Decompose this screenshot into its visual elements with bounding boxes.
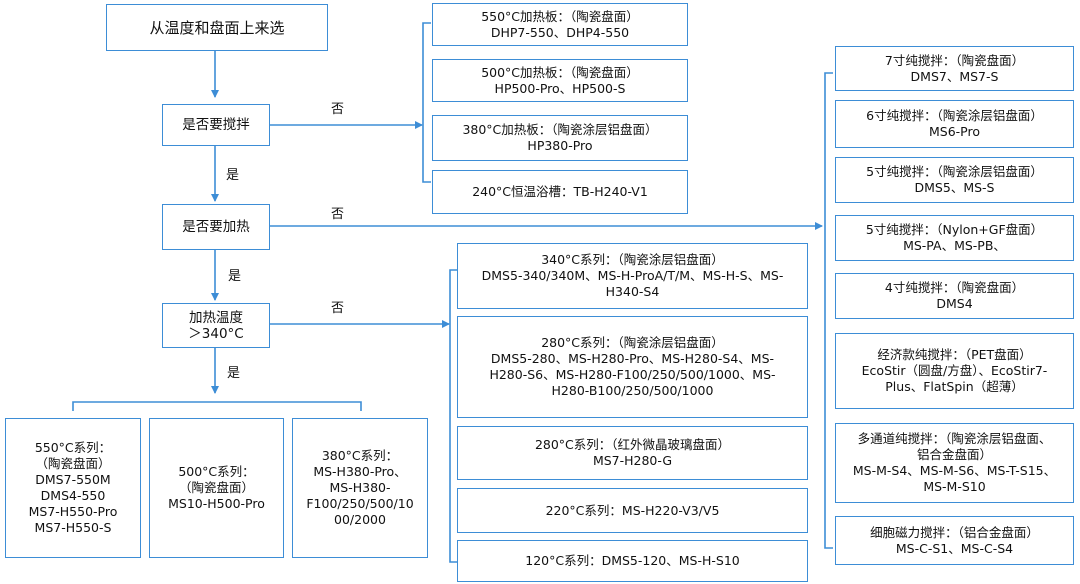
stirrer-cell-models: MS-C-S1、MS-C-S4 — [895, 540, 1014, 556]
stirrer-5in-ceramic-title: 5寸纯搅拌：（陶瓷涂层铝盘面） — [866, 164, 1043, 179]
series-380: 380°C系列： MS-H380-Pro、 MS-H380- F100/250/… — [292, 418, 428, 558]
series-220-title: 220°C系列：MS-H220-V3/V5 — [545, 502, 720, 518]
stirrer-7in-models: DMS7、MS7-S — [910, 68, 999, 84]
series-120: 120°C系列：DMS5-120、MS-H-S10 — [457, 540, 808, 582]
stirrer-cell: 细胞磁力搅拌：（铝合金盘面） MS-C-S1、MS-C-S4 — [835, 516, 1074, 565]
stirrer-multichannel-title: 多通道纯搅拌：（陶瓷涂层铝盘面、 铝合金盘面） — [857, 431, 1052, 462]
series-120-title: 120°C系列：DMS5-120、MS-H-S10 — [525, 553, 740, 568]
stirrer-4in-title: 4寸纯搅拌：（陶瓷盘面） — [884, 280, 1025, 295]
series-220: 220°C系列：MS-H220-V3/V5 — [457, 488, 808, 533]
bracket-low-temp — [449, 269, 458, 563]
label-heat-no: 否 — [331, 207, 345, 222]
stirrer-5in-ceramic: 5寸纯搅拌：（陶瓷涂层铝盘面） DMS5、MS-S — [835, 157, 1074, 203]
label-heat-yes: 是 — [228, 269, 242, 284]
stirrer-7in: 7寸纯搅拌：（陶瓷盘面） DMS7、MS7-S — [835, 46, 1074, 91]
stirrer-5in-nylon-title: 5寸纯搅拌：（Nylon+GF盘面） — [865, 222, 1044, 237]
series-380-title: 380°C系列： — [321, 448, 399, 463]
stirrer-6in: 6寸纯搅拌：（陶瓷涂层铝盘面） MS6-Pro — [835, 100, 1074, 148]
bath-240-title: 240°C恒温浴槽：TB-H240-V1 — [472, 184, 648, 199]
hotplate-550-title: 550°C加热板：（陶瓷盘面） — [481, 8, 639, 24]
series-280-glass: 280°C系列：（红外微晶玻璃盘面） MS7-H280-G — [457, 426, 808, 480]
stirrer-5in-ceramic-models: DMS5、MS-S — [914, 180, 995, 195]
hotplate-550: 550°C加热板：（陶瓷盘面） DHP7-550、DHP4-550 — [432, 3, 688, 46]
hotplate-500-title: 500°C加热板：（陶瓷盘面） — [481, 64, 639, 80]
label-temp-yes: 是 — [227, 366, 241, 381]
label-stir-no: 否 — [331, 102, 345, 117]
bracket-high-temp — [72, 401, 362, 411]
series-280-ceramic-models: DMS5-280、MS-H280-Pro、MS-H280-S4、MS- H280… — [489, 351, 776, 398]
series-280-ceramic-title: 280°C系列：（陶瓷涂层铝盘面） — [541, 335, 724, 350]
stirrer-cell-title: 细胞磁力搅拌：（铝合金盘面） — [870, 524, 1039, 540]
series-550-models: DMS7-550M DMS4-550 MS7-H550-Pro MS7-H550… — [28, 472, 118, 535]
bracket-hotplates — [422, 22, 431, 183]
series-550: 550°C系列： （陶瓷盘面） DMS7-550M DMS4-550 MS7-H… — [5, 418, 141, 558]
stirrer-5in-nylon-models: MS-PA、MS-PB、 — [903, 238, 1006, 253]
series-380-models: MS-H380-Pro、 MS-H380- F100/250/500/10 00… — [306, 464, 414, 527]
decision-stir-label: 是否要搅拌 — [182, 117, 250, 133]
stirrer-7in-title: 7寸纯搅拌：（陶瓷盘面） — [884, 52, 1025, 68]
series-340-models: DMS5-340/340M、MS-H-ProA/T/M、MS-H-S、MS- H… — [481, 268, 784, 299]
series-500: 500°C系列： （陶瓷盘面） MS10-H500-Pro — [149, 418, 284, 558]
stirrer-6in-title: 6寸纯搅拌：（陶瓷涂层铝盘面） — [866, 108, 1043, 123]
stirrer-multichannel: 多通道纯搅拌：（陶瓷涂层铝盘面、 铝合金盘面） MS-M-S4、MS-M-S6、… — [835, 423, 1074, 503]
stirrer-4in-models: DMS4 — [936, 296, 973, 311]
series-280-glass-title: 280°C系列：（红外微晶玻璃盘面） — [534, 437, 731, 452]
decision-heat: 是否要加热 — [162, 204, 270, 250]
label-stir-yes: 是 — [226, 168, 240, 183]
root-title: 从温度和盘面上来选 — [149, 18, 285, 37]
series-280-glass-models: MS7-H280-G — [592, 453, 673, 468]
series-500-title: 500°C系列： （陶瓷盘面） — [178, 464, 255, 495]
stirrer-5in-nylon: 5寸纯搅拌：（Nylon+GF盘面） MS-PA、MS-PB、 — [835, 215, 1074, 261]
series-340: 340°C系列：（陶瓷涂层铝盘面） DMS5-340/340M、MS-H-Pro… — [457, 243, 808, 309]
hotplate-380: 380°C加热板：（陶瓷涂层铝盘面） HP380-Pro — [432, 115, 688, 161]
hotplate-500-models: HP500-Pro、HP500-S — [494, 80, 626, 96]
hotplate-500: 500°C加热板：（陶瓷盘面） HP500-Pro、HP500-S — [432, 59, 688, 102]
stirrer-6in-models: MS6-Pro — [928, 124, 980, 139]
stirrer-multichannel-models: MS-M-S4、MS-M-S6、MS-T-S15、 MS-M-S10 — [852, 463, 1057, 494]
stirrer-economy: 经济款纯搅拌：（PET盘面） EcoStir（圆盘/方盘）、EcoStir7- … — [835, 333, 1074, 409]
stirrer-economy-title: 经济款纯搅拌：（PET盘面） — [877, 347, 1032, 362]
decision-temp: 加热温度 ＞340°C — [162, 303, 270, 348]
hotplate-550-models: DHP7-550、DHP4-550 — [490, 24, 630, 40]
stirrer-4in: 4寸纯搅拌：（陶瓷盘面） DMS4 — [835, 273, 1074, 319]
series-550-title: 550°C系列： （陶瓷盘面） — [34, 440, 112, 471]
hotplate-380-title: 380°C加热板：（陶瓷涂层铝盘面） — [462, 122, 658, 137]
stirrer-economy-models: EcoStir（圆盘/方盘）、EcoStir7- Plus、FlatSpin（超… — [861, 363, 1048, 394]
series-500-models: MS10-H500-Pro — [168, 496, 265, 511]
hotplate-380-models: HP380-Pro — [527, 138, 593, 153]
label-temp-no: 否 — [331, 301, 345, 316]
root-box: 从温度和盘面上来选 — [106, 4, 328, 51]
decision-temp-label: 加热温度 ＞340°C — [188, 309, 244, 342]
decision-stir: 是否要搅拌 — [162, 104, 270, 146]
decision-heat-label: 是否要加热 — [182, 219, 250, 235]
bracket-stirrers — [824, 72, 833, 549]
bath-240: 240°C恒温浴槽：TB-H240-V1 — [432, 170, 688, 214]
series-280-ceramic: 280°C系列：（陶瓷涂层铝盘面） DMS5-280、MS-H280-Pro、M… — [457, 316, 808, 418]
series-340-title: 340°C系列：（陶瓷涂层铝盘面） — [541, 252, 724, 267]
